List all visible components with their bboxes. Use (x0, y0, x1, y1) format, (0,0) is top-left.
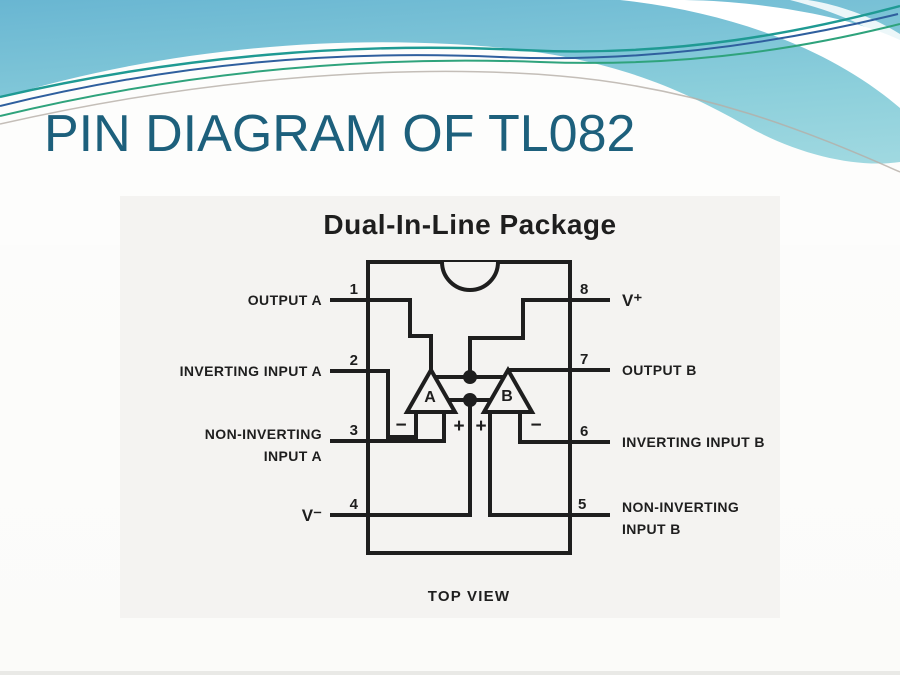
pin-3-label-line1: NON-INVERTING (205, 426, 322, 442)
pin-3-label-line2: INPUT A (264, 448, 322, 464)
pin-5-lead (488, 410, 610, 517)
pin-8-label: V⁺ (622, 291, 642, 310)
opamp-b-plus-mark: + (475, 416, 486, 437)
pin-4-number: 4 (350, 496, 359, 513)
pin-7-label: OUTPUT B (622, 362, 697, 378)
pin-5-label-line1: NON-INVERTING (622, 499, 739, 515)
notch-icon (440, 261, 500, 292)
opamp-a-minus-mark: − (395, 415, 406, 436)
pin-6-label: INVERTING INPUT B (622, 434, 765, 450)
pin-1-lead (330, 298, 433, 374)
opamp-a-triangle (403, 365, 459, 414)
pin-6-number: 6 (580, 423, 588, 440)
pin-6-lead (518, 410, 610, 444)
wave-white-field (0, 42, 900, 245)
pin-3-lead (330, 410, 446, 443)
pin-diagram-svg: Dual-In-Line Package (180, 209, 765, 605)
figure-caption: TOP VIEW (428, 588, 510, 605)
pin-2-lead (330, 369, 418, 439)
pin-1-number: 1 (350, 281, 358, 298)
pin-5-label-line2: INPUT B (622, 521, 681, 537)
pin-diagram-figure: Dual-In-Line Package (120, 196, 780, 618)
accent-curve-blue (0, 13, 899, 107)
figure-heading: Dual-In-Line Package (323, 209, 616, 240)
wave-white-swoosh-top-right (620, 0, 900, 108)
opamp-b-triangle (480, 365, 536, 414)
pin-5-number: 5 (578, 496, 586, 513)
pin-1-label: OUTPUT A (248, 292, 322, 308)
accent-curve-teal (0, 4, 900, 99)
pin-8-lead (468, 298, 610, 379)
wiring-group (330, 260, 610, 555)
vminus-junction-dot (463, 393, 477, 407)
wave-white-swoosh-thin (790, 0, 900, 50)
pin-3-number: 3 (350, 422, 358, 439)
opamp-b-letter: B (501, 388, 513, 405)
opamp-b-minus-mark: − (530, 415, 541, 436)
pin-2-number: 2 (350, 352, 358, 369)
accent-curve-gray (0, 70, 900, 173)
vplus-junction-dot (463, 370, 477, 384)
pin-4-label: V⁻ (302, 506, 322, 525)
pin-2-label: INVERTING INPUT A (180, 363, 322, 379)
opamp-a-plus-mark: + (453, 416, 464, 437)
pin-7-number: 7 (580, 351, 588, 368)
page-title: PIN DIAGRAM OF TL082 (44, 105, 636, 163)
opamp-a-letter: A (424, 389, 436, 406)
accent-curve-green (0, 23, 900, 117)
pin-8-number: 8 (580, 281, 588, 298)
pin-4-lead (330, 400, 472, 517)
